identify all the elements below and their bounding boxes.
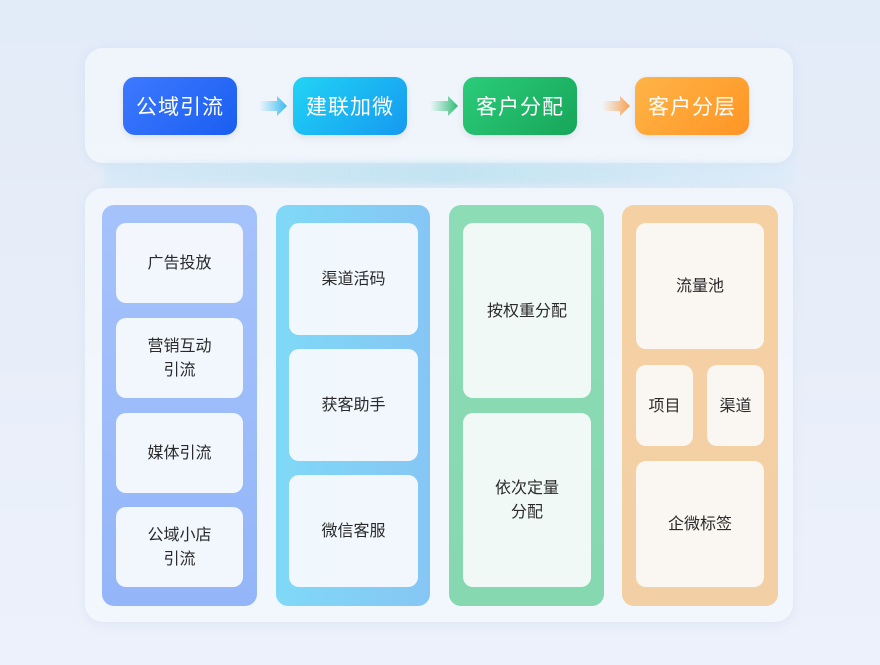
card-channel[interactable]: 渠道 — [707, 365, 764, 446]
card-ad-placement[interactable]: 广告投放 — [116, 223, 243, 303]
column-add-wechat: 渠道活码 获客助手 微信客服 — [276, 205, 430, 606]
card-sequential-allocation[interactable]: 依次定量 分配 — [463, 413, 591, 587]
stage-customer-tiering[interactable]: 客户分层 — [635, 77, 749, 135]
card-project[interactable]: 项目 — [636, 365, 693, 446]
card-weighted-allocation[interactable]: 按权重分配 — [463, 223, 591, 398]
card-wechat-service[interactable]: 微信客服 — [289, 475, 418, 587]
column-customer-tiering: 流量池 项目 渠道 企微标签 — [622, 205, 778, 606]
card-marketing-interaction[interactable]: 营销互动 引流 — [116, 318, 243, 398]
arrow-right-icon — [602, 96, 630, 116]
stage-public-traffic[interactable]: 公域引流 — [123, 77, 237, 135]
card-wecom-tags[interactable]: 企微标签 — [636, 461, 764, 587]
card-channel-qrcode[interactable]: 渠道活码 — [289, 223, 418, 335]
decorative-glow — [105, 163, 795, 185]
card-public-store[interactable]: 公域小店 引流 — [116, 507, 243, 587]
card-acquisition-assistant[interactable]: 获客助手 — [289, 349, 418, 461]
card-traffic-pool[interactable]: 流量池 — [636, 223, 764, 349]
column-customer-allocation: 按权重分配 依次定量 分配 — [449, 205, 604, 606]
arrow-right-icon — [259, 96, 287, 116]
stage-add-wechat[interactable]: 建联加微 — [293, 77, 407, 135]
card-media-traffic[interactable]: 媒体引流 — [116, 413, 243, 493]
column-public-traffic: 广告投放 营销互动 引流 媒体引流 公域小店 引流 — [102, 205, 257, 606]
arrow-right-icon — [430, 96, 458, 116]
stage-customer-allocation[interactable]: 客户分配 — [463, 77, 577, 135]
